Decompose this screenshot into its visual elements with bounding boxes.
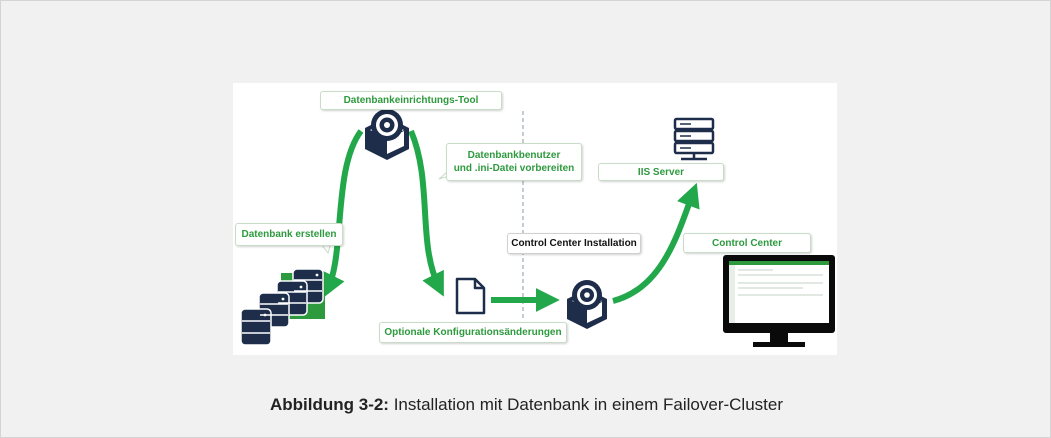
- db-setup-tool-label: Datenbankeinrichtungs-Tool: [320, 91, 502, 110]
- database-stack-icon: [240, 268, 325, 346]
- install-disc-icon: [365, 109, 409, 160]
- figure-number: Abbildung 3-2:: [269, 395, 389, 414]
- prepare-db-user-ini-label: Datenbankbenutzer und .ini-Datei vorbere…: [446, 143, 582, 181]
- figure-caption-text: Installation mit Datenbank in einem Fail…: [393, 395, 783, 414]
- prepare-line-1: Datenbankbenutzer: [467, 150, 561, 161]
- monitor-icon: [723, 255, 835, 347]
- diagram-graphics: [240, 109, 835, 347]
- document-icon: [455, 277, 486, 315]
- figure-caption: Abbildung 3-2: Installation mit Datenban…: [1, 395, 1051, 415]
- arrow-tool-to-document: [408, 129, 444, 297]
- control-center-label: Control Center: [683, 233, 811, 253]
- prepare-line-2: und .ini-Datei vorbereiten: [453, 163, 575, 174]
- arrow-tool-to-database: [322, 129, 364, 298]
- cc-installation-label: Control Center Installation: [507, 233, 641, 254]
- arrow-installer-to-iis: [612, 182, 700, 304]
- installer-disc-icon: [567, 280, 607, 329]
- optional-config-changes-label: Optionale Konfigurationsänderungen: [379, 322, 567, 343]
- iis-server-label: IIS Server: [598, 163, 724, 181]
- create-database-label: Datenbank erstellen: [235, 223, 343, 246]
- server-rack-icon: [673, 117, 715, 161]
- installation-diagram: Datenbankeinrichtungs-Tool Datenbankbenu…: [233, 83, 837, 355]
